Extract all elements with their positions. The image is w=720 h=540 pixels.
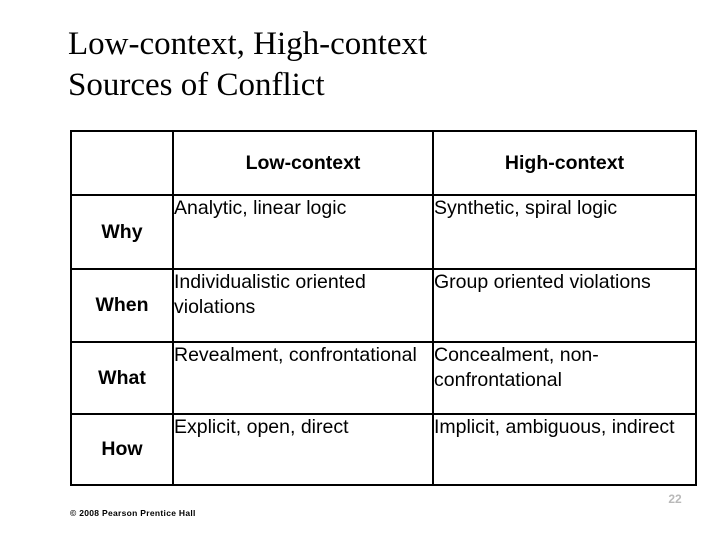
table-row: What Revealment, confrontational Conceal… [70,341,697,415]
table-row: When Individualistic oriented violations… [70,268,697,343]
table-row: Why Analytic, linear logic Synthetic, sp… [70,194,697,270]
row-label-how: How [70,413,174,486]
cell-what-low-context: Revealment, confrontational [172,341,434,415]
cell-when-high-context: Group oriented violations [432,268,697,343]
slide-number: 22 [668,492,682,506]
table-header-row: Low-context High-context [70,130,697,196]
page-title: Low-context, High-context Sources of Con… [68,26,428,103]
cell-how-high-context: Implicit, ambiguous, indirect [432,413,697,486]
cell-what-high-context: Concealment, non-confrontational [432,341,697,415]
cell-why-high-context: Synthetic, spiral logic [432,194,697,270]
column-header-high-context: High-context [432,130,697,196]
table-corner-cell [70,130,174,196]
copyright-notice: © 2008 Pearson Prentice Hall [70,508,196,518]
cell-how-low-context: Explicit, open, direct [172,413,434,486]
sources-of-conflict-table: Low-context High-context Why Analytic, l… [70,130,697,486]
cell-when-low-context: Individualistic oriented violations [172,268,434,343]
table-row: How Explicit, open, direct Implicit, amb… [70,413,697,486]
row-label-why: Why [70,194,174,270]
column-header-low-context: Low-context [172,130,434,196]
cell-why-low-context: Analytic, linear logic [172,194,434,270]
row-label-what: What [70,341,174,415]
row-label-when: When [70,268,174,343]
